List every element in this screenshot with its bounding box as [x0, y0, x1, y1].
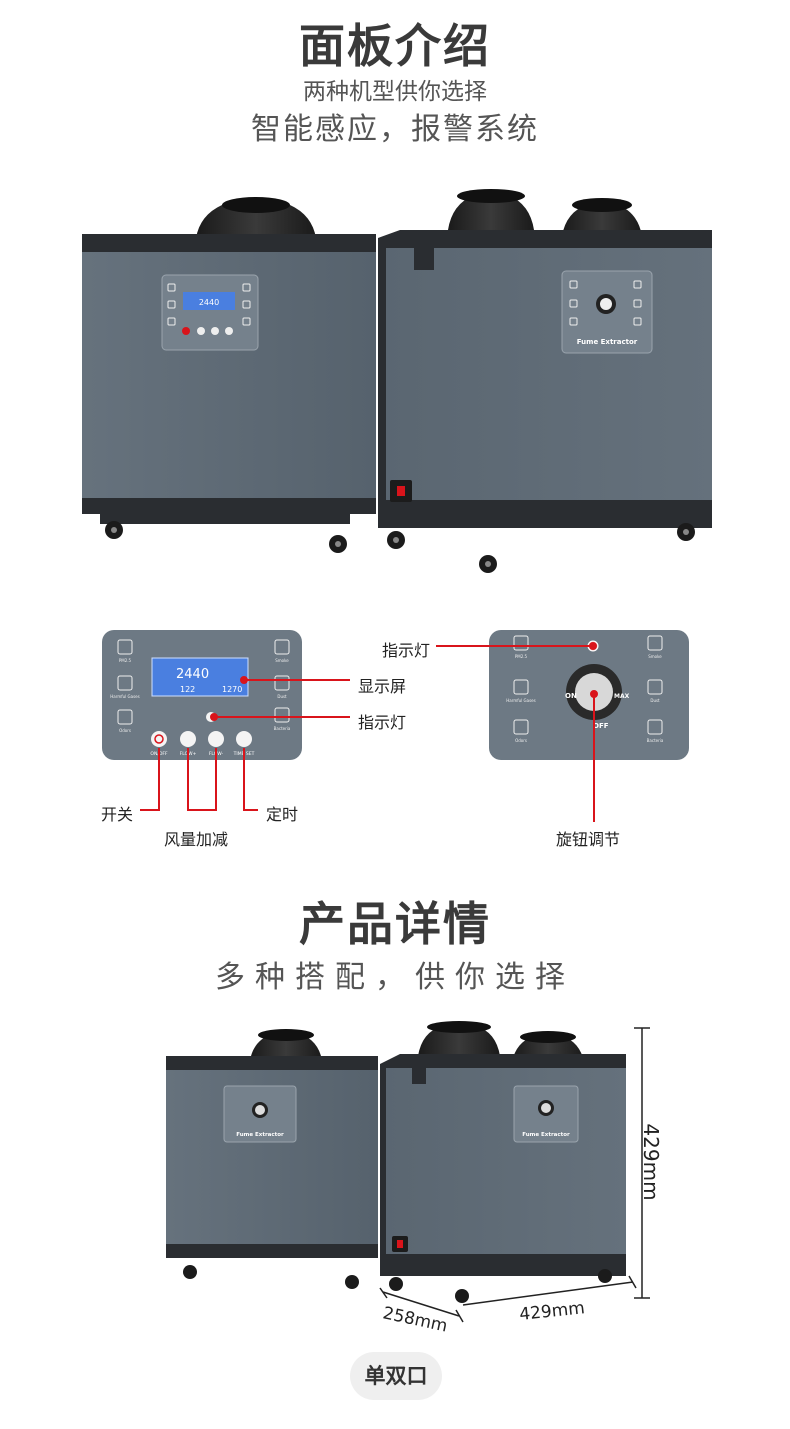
dim-width-label: 429mm [518, 1298, 585, 1325]
dust-label: Dust [277, 694, 287, 699]
harmful-gases-icon-knob [513, 679, 529, 695]
callout-timer: 定时 [266, 805, 299, 824]
pm25-icon [117, 639, 133, 655]
smoke-label-knob: Smoke [648, 654, 662, 659]
callout-airflow-adjust: 风量加减 [164, 830, 229, 849]
product-image-bottom: Fume Extractor Fume Extractor 429mm 258m… [166, 1021, 663, 1337]
brand-label-bottom-right: Fume Extractor [522, 1132, 570, 1138]
smoke-icon-knob [647, 635, 663, 651]
pm25-label: PM2.5 [119, 658, 132, 663]
dust-label-knob: Dust [650, 698, 660, 703]
panel-closeups: 2440 122 1270 PM2.5 Harmful Gases Odors … [102, 630, 689, 822]
flow-minus-button-icon[interactable] [208, 731, 224, 747]
power-button-icon[interactable] [151, 731, 167, 747]
dust-icon [274, 675, 290, 691]
knob-on-label: ON [565, 692, 577, 700]
bacteria-icon [274, 707, 290, 723]
machine-knob-single: Fume Extractor [166, 1029, 378, 1289]
knob-panel-closeup: PM2.5 Harmful Gases Odors Smoke Dust Bac… [489, 630, 689, 760]
callout-indicator-light-right: 指示灯 [382, 641, 431, 660]
variant-pill-button[interactable]: 单双口 [350, 1352, 442, 1400]
brand-label-bottom-left: Fume Extractor [236, 1132, 284, 1138]
bacteria-label: Bacteria [274, 726, 291, 731]
section-title-details: 产品详情 [299, 897, 491, 951]
odors-icon-knob [513, 719, 529, 735]
odors-icon [117, 709, 133, 725]
dimension-lines [379, 1027, 650, 1323]
callout-display-screen: 显示屏 [358, 677, 407, 696]
machine-digital: 2440 [82, 197, 376, 553]
section-title-panel: 面板介绍 [299, 19, 491, 73]
digital-panel-closeup: 2440 122 1270 PM2.5 Harmful Gases Odors … [102, 630, 302, 760]
pm25-icon-knob [513, 635, 529, 651]
section-subtitle-alarm: 智能感应，报警系统 [251, 112, 539, 147]
pm25-label-knob: PM2.5 [515, 654, 528, 659]
flow-plus-button-icon[interactable] [180, 731, 196, 747]
knob-max-label: MAX [614, 693, 630, 700]
harmful-gases-label: Harmful Gases [110, 694, 139, 699]
dust-icon-knob [647, 679, 663, 695]
smoke-icon [274, 639, 290, 655]
dim-depth-label: 258mm [381, 1303, 449, 1336]
section-subtitle-models: 两种机型供你选择 [303, 79, 487, 105]
lcd-left-value: 122 [180, 685, 195, 694]
callout-lines-knob [436, 642, 598, 822]
product-image-top: 2440 Fume Extractor [82, 189, 712, 573]
odors-label-knob: Odors [515, 738, 527, 743]
callout-power-switch: 开关 [101, 805, 134, 824]
knob-off-label: OFF [593, 722, 609, 730]
callout-lines-digital [140, 676, 350, 811]
machine-knob-double: Fume Extractor [380, 1021, 626, 1303]
callout-knob-adjust: 旋钮调节 [556, 830, 621, 849]
callout-indicator-light-left: 指示灯 [358, 713, 407, 732]
bacteria-icon-knob [647, 719, 663, 735]
timer-button-icon[interactable] [236, 731, 252, 747]
lcd-right-value: 1270 [222, 685, 242, 694]
brand-label-small: Fume Extractor [577, 338, 638, 346]
machine-knob: Fume Extractor [378, 189, 712, 573]
lcd-main-value: 2440 [176, 667, 209, 682]
harmful-gases-icon [117, 675, 133, 691]
display-main-small: 2440 [199, 298, 219, 307]
smoke-label: Smoke [275, 658, 289, 663]
section-subtitle-combos: 多种搭配，供你选择 [215, 960, 575, 995]
dim-height-label: 429mm [639, 1123, 663, 1200]
odors-label: Odors [119, 728, 131, 733]
harmful-gases-label-knob: Harmful Gases [506, 698, 535, 703]
bacteria-label-knob: Bacteria [647, 738, 664, 743]
